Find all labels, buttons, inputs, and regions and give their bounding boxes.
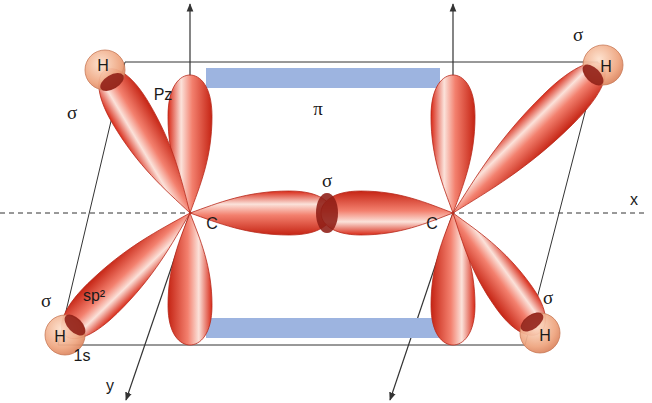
orbital-label: sp² (83, 288, 105, 304)
hydrogen-orbitals (45, 45, 623, 355)
pi-overlap-band (206, 318, 440, 338)
bond-label: σ (322, 171, 332, 190)
carbon-orbitals (321, 51, 617, 345)
atom-label: H (97, 58, 109, 74)
atom-label: H (600, 59, 612, 75)
pi-overlap-band (206, 68, 440, 88)
sigma-overlap (61, 61, 607, 339)
bond-label: σ (543, 288, 553, 307)
bond-label: σ (67, 103, 77, 122)
carbon-orbitals (50, 60, 332, 351)
orbital-label: 1s (74, 348, 91, 364)
bond-label: σ (41, 291, 51, 310)
atom-label: H (539, 328, 551, 344)
orbital-label: Pz (154, 87, 173, 103)
bond-label: π (313, 99, 323, 118)
bond-label: σ (573, 25, 583, 44)
axis-label: x (630, 192, 638, 208)
axis-label: y (106, 378, 114, 394)
atom-label: C (426, 216, 438, 232)
atom-label: H (54, 329, 66, 345)
atom-label: C (206, 216, 218, 232)
